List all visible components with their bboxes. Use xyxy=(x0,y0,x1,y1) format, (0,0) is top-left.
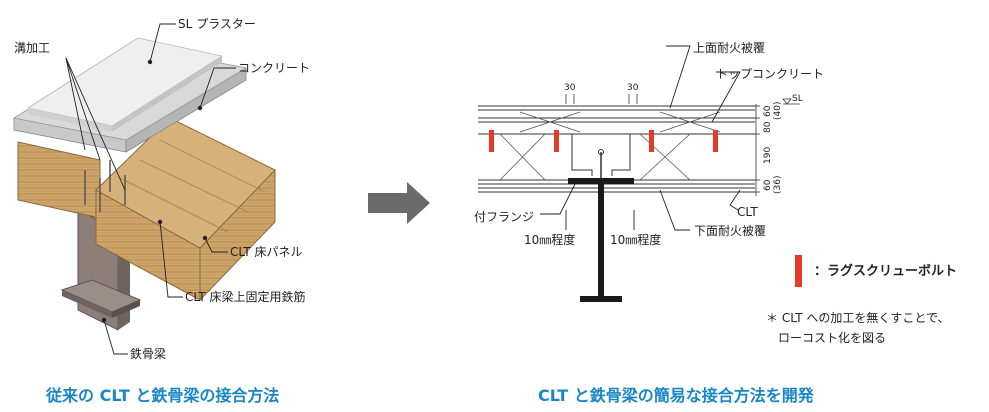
label-bottom-fireproof: 下面耐火被覆 xyxy=(694,224,766,238)
note-line-2: ローコスト化を図る xyxy=(778,331,886,345)
dim-60: 60 xyxy=(763,105,773,117)
label-top-fireproof: 上面耐火被覆 xyxy=(693,41,765,55)
dim-top-left: 30 xyxy=(564,83,576,93)
side-dims xyxy=(752,104,760,196)
leader-lines-right xyxy=(540,45,741,231)
dim-80: 80 xyxy=(763,121,773,133)
label-top-concrete: トップコンクリート xyxy=(716,67,824,81)
right-arrow-icon xyxy=(368,182,430,224)
leader-lines-left xyxy=(65,23,236,355)
note-line-1: ＊ CLT への加工を無くすことで、 xyxy=(766,310,950,325)
dim-40: (40) xyxy=(773,102,783,120)
caption-right: CLT と鉄骨梁の簡易な接合方法を開発 xyxy=(538,386,815,405)
clt-panel-left xyxy=(17,141,101,219)
label-sl-plaster: SL プラスター xyxy=(178,17,256,31)
legend-bolt-swatch xyxy=(795,255,802,287)
clt-panel-right-top xyxy=(95,117,276,249)
dim-60b: 60 xyxy=(763,179,773,191)
label-spacing-right: 10㎜程度 xyxy=(610,232,661,247)
label-flange: 付フランジ xyxy=(474,210,534,224)
left-illustration: SL プラスター 溝加工 コンクリート CLT 床パネル CLT 床梁上固定用鉄… xyxy=(12,17,310,405)
caption-left: 従来の CLT と鉄骨梁の接合方法 xyxy=(45,386,279,405)
sl-mark-icon xyxy=(782,98,792,105)
top-dims xyxy=(565,94,638,104)
dim-top-right: 30 xyxy=(627,83,639,93)
label-steel-beam: 鉄骨梁 xyxy=(130,346,166,361)
lag-screw-bolts xyxy=(489,130,718,152)
label-clt: CLT xyxy=(737,205,758,219)
label-spacing-left: 10㎜程度 xyxy=(524,232,575,247)
label-groove: 溝加工 xyxy=(14,41,50,55)
dim-36: (36) xyxy=(773,176,783,194)
dim-190: 190 xyxy=(763,147,773,164)
label-concrete: コンクリート xyxy=(238,61,310,75)
label-clt-panel: CLT 床パネル xyxy=(230,245,303,259)
label-rebar: CLT 床梁上固定用鉄筋 xyxy=(185,289,306,304)
steel-i-beam xyxy=(568,178,634,302)
truss-lattice xyxy=(499,111,721,181)
legend-label: ：ラグスクリューボルト xyxy=(814,263,957,279)
label-sl: SL xyxy=(792,94,803,104)
